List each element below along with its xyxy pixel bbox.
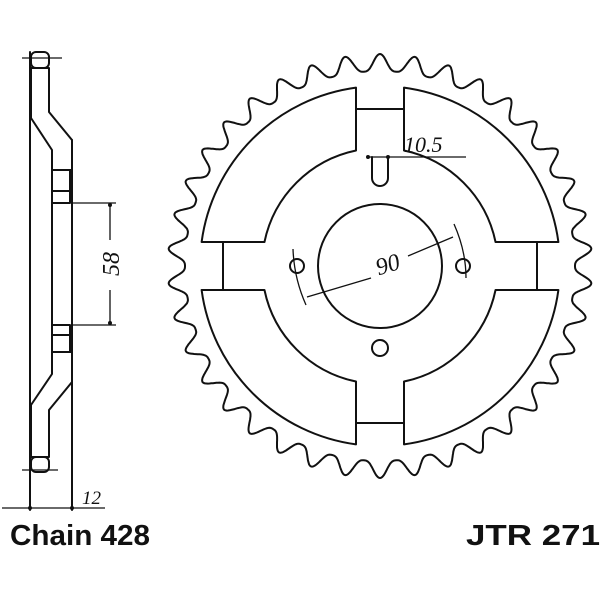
section-hole-top	[51, 169, 71, 192]
section-hole-bottom	[51, 334, 71, 353]
window-bottom-left	[200, 289, 357, 446]
sprocket-teeth-outline	[167, 53, 593, 479]
slot-width-dimension: 10.5	[404, 132, 443, 157]
sprocket-front-view: 10.5 90	[167, 53, 593, 479]
bolt-hole-left	[289, 258, 305, 274]
center-bore	[317, 203, 443, 329]
side-section-view: 58 12	[2, 51, 125, 511]
bolt-hole-right	[455, 258, 471, 274]
window-bottom-right	[403, 289, 560, 446]
section-hub-top	[51, 190, 71, 204]
window-top-right	[403, 86, 560, 243]
section-hatch-bottom	[30, 351, 73, 458]
section-hub-bottom	[51, 324, 71, 336]
chain-label: Chain 428	[10, 520, 150, 552]
bolt-hole-bottom	[371, 339, 389, 357]
tooth-tip-top	[30, 51, 50, 69]
bolt-circle-dimension: 90	[373, 249, 404, 281]
section-hatch-top	[30, 67, 73, 171]
slot-top	[371, 156, 389, 187]
lightening-windows	[200, 86, 560, 446]
thickness-dimension: 12	[82, 488, 102, 509]
part-number-label: JTR 271	[466, 520, 600, 552]
bore-dimension: 58	[99, 252, 125, 276]
window-top-left	[200, 86, 357, 243]
